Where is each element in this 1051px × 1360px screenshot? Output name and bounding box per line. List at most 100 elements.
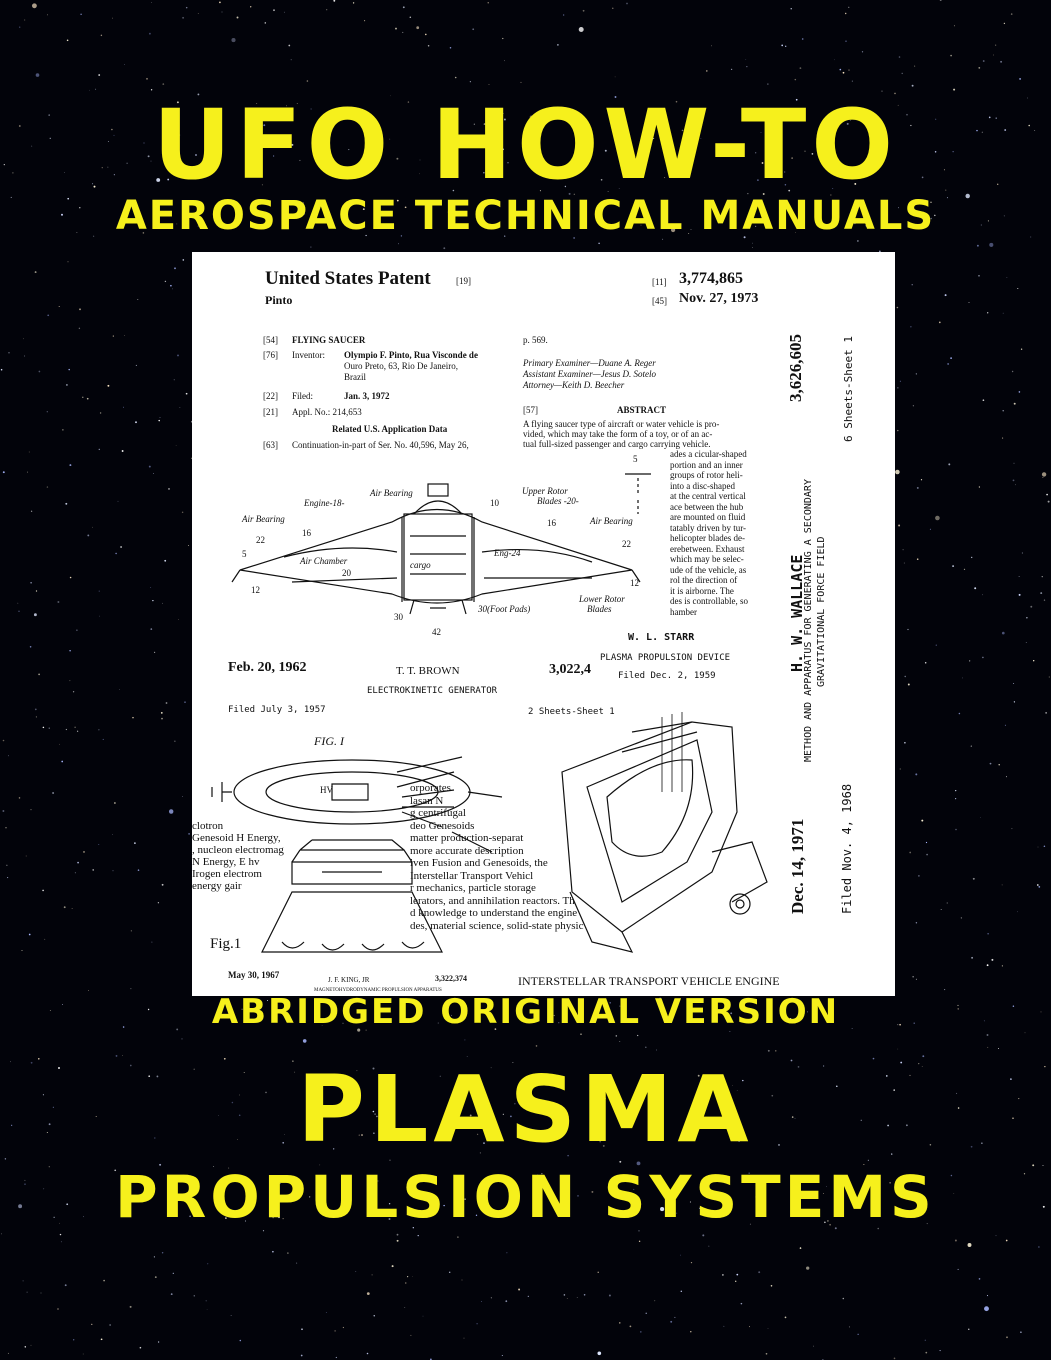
star — [288, 44, 291, 47]
star — [775, 1050, 777, 1052]
star — [86, 397, 89, 400]
star — [538, 120, 540, 122]
star — [48, 114, 50, 116]
star — [212, 133, 215, 136]
star — [899, 1023, 901, 1026]
star — [681, 129, 684, 132]
starr-title: PLASMA PROPULSION DEVICE — [600, 653, 731, 663]
star — [384, 1122, 386, 1124]
star — [91, 1323, 93, 1325]
star — [765, 1352, 768, 1355]
label-number: 30 — [394, 612, 403, 622]
star — [1002, 312, 1004, 314]
star — [690, 1331, 692, 1333]
star — [978, 1278, 981, 1280]
fragment-line: N Energy, E hv — [192, 856, 260, 868]
star — [1001, 631, 1005, 635]
star — [573, 193, 575, 195]
star — [952, 565, 955, 568]
star — [1044, 1066, 1046, 1068]
star — [206, 1309, 208, 1310]
star — [956, 1092, 958, 1094]
star — [142, 232, 145, 234]
star — [1040, 592, 1043, 595]
star — [396, 1233, 399, 1236]
star — [925, 841, 928, 844]
star — [24, 1346, 27, 1348]
star — [61, 213, 63, 216]
king-date: May 30, 1967 — [228, 970, 280, 980]
star — [126, 162, 128, 164]
star — [464, 1198, 466, 1200]
star — [834, 59, 835, 61]
star — [219, 1, 221, 4]
star — [349, 222, 350, 223]
pinto-abstract-label: ABSTRACT — [617, 405, 667, 415]
star — [23, 338, 24, 340]
star — [490, 1067, 492, 1069]
star — [2, 471, 5, 474]
star — [502, 148, 505, 151]
star — [1003, 22, 1006, 25]
star — [935, 118, 937, 120]
star — [134, 842, 136, 844]
star — [897, 387, 899, 389]
star — [510, 1115, 512, 1118]
star — [47, 14, 48, 16]
star — [911, 284, 913, 286]
star — [317, 1009, 319, 1011]
star — [30, 809, 32, 811]
star — [708, 1245, 710, 1247]
star — [503, 118, 506, 121]
star — [680, 1290, 683, 1293]
star — [597, 1271, 599, 1273]
star — [1013, 402, 1016, 405]
wallace-date: Dec. 14, 1971 — [788, 818, 807, 914]
star — [904, 742, 906, 744]
star — [539, 190, 541, 192]
star — [412, 1227, 414, 1229]
pinto-abstract-line: vided, which may take the form of a toy,… — [523, 429, 713, 439]
star — [10, 1061, 11, 1063]
star — [93, 185, 96, 188]
star — [690, 229, 692, 231]
star — [702, 1234, 705, 1237]
star — [246, 124, 249, 127]
star — [292, 1200, 294, 1202]
star — [939, 1350, 941, 1352]
patent-drawings — [211, 473, 768, 953]
star — [388, 1202, 391, 1205]
star — [73, 1339, 75, 1341]
star — [618, 187, 620, 189]
star — [829, 1223, 831, 1226]
star — [26, 1291, 28, 1293]
star — [64, 172, 65, 173]
star — [862, 120, 864, 121]
star — [969, 660, 971, 662]
star — [416, 26, 420, 30]
star — [993, 54, 994, 56]
star — [944, 294, 947, 297]
star — [773, 122, 775, 125]
star — [64, 1284, 67, 1287]
star — [174, 740, 176, 742]
star — [65, 383, 68, 386]
star — [531, 200, 533, 202]
star — [619, 1041, 621, 1042]
star — [829, 169, 831, 171]
star — [463, 1337, 465, 1339]
star — [197, 225, 199, 227]
star — [502, 37, 504, 40]
star — [443, 1204, 445, 1207]
star — [21, 950, 23, 951]
fragment-line: Interstellar Transport Vehicl — [410, 869, 534, 882]
star — [439, 1075, 441, 1077]
star — [915, 978, 917, 980]
star — [752, 247, 754, 248]
star — [535, 1045, 538, 1047]
star — [1024, 1032, 1026, 1034]
star — [711, 45, 712, 47]
star — [2, 739, 5, 742]
star — [978, 67, 981, 69]
star — [24, 19, 26, 21]
